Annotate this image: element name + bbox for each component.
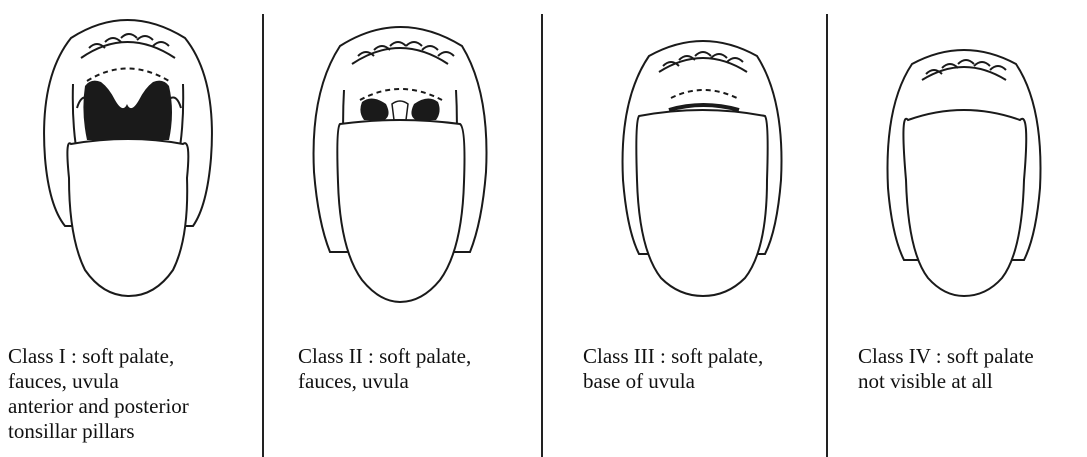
- caption-line: not visible at all: [858, 369, 1034, 394]
- divider-2: [541, 14, 543, 457]
- mouth-illustration-class-2: [300, 12, 500, 307]
- caption-line: fauces, uvula: [8, 369, 189, 394]
- caption-class-2: Class II : soft palate, fauces, uvula: [298, 344, 471, 394]
- caption-line: fauces, uvula: [298, 369, 471, 394]
- caption-class-3: Class III : soft palate, base of uvula: [583, 344, 763, 394]
- mouth-illustration-class-1: [25, 8, 230, 298]
- mouth-illustration-class-4: [882, 40, 1047, 298]
- divider-1: [262, 14, 264, 457]
- caption-line: Class I : soft palate,: [8, 344, 189, 369]
- caption-line: tonsillar pillars: [8, 419, 189, 444]
- mouth-illustration-class-3: [615, 30, 790, 298]
- caption-line: base of uvula: [583, 369, 763, 394]
- caption-line: Class III : soft palate,: [583, 344, 763, 369]
- divider-3: [826, 14, 828, 457]
- caption-line: Class IV : soft palate: [858, 344, 1034, 369]
- caption-class-4: Class IV : soft palate not visible at al…: [858, 344, 1034, 394]
- caption-line: anterior and posterior: [8, 394, 189, 419]
- caption-line: Class II : soft palate,: [298, 344, 471, 369]
- caption-class-1: Class I : soft palate, fauces, uvula ant…: [8, 344, 189, 444]
